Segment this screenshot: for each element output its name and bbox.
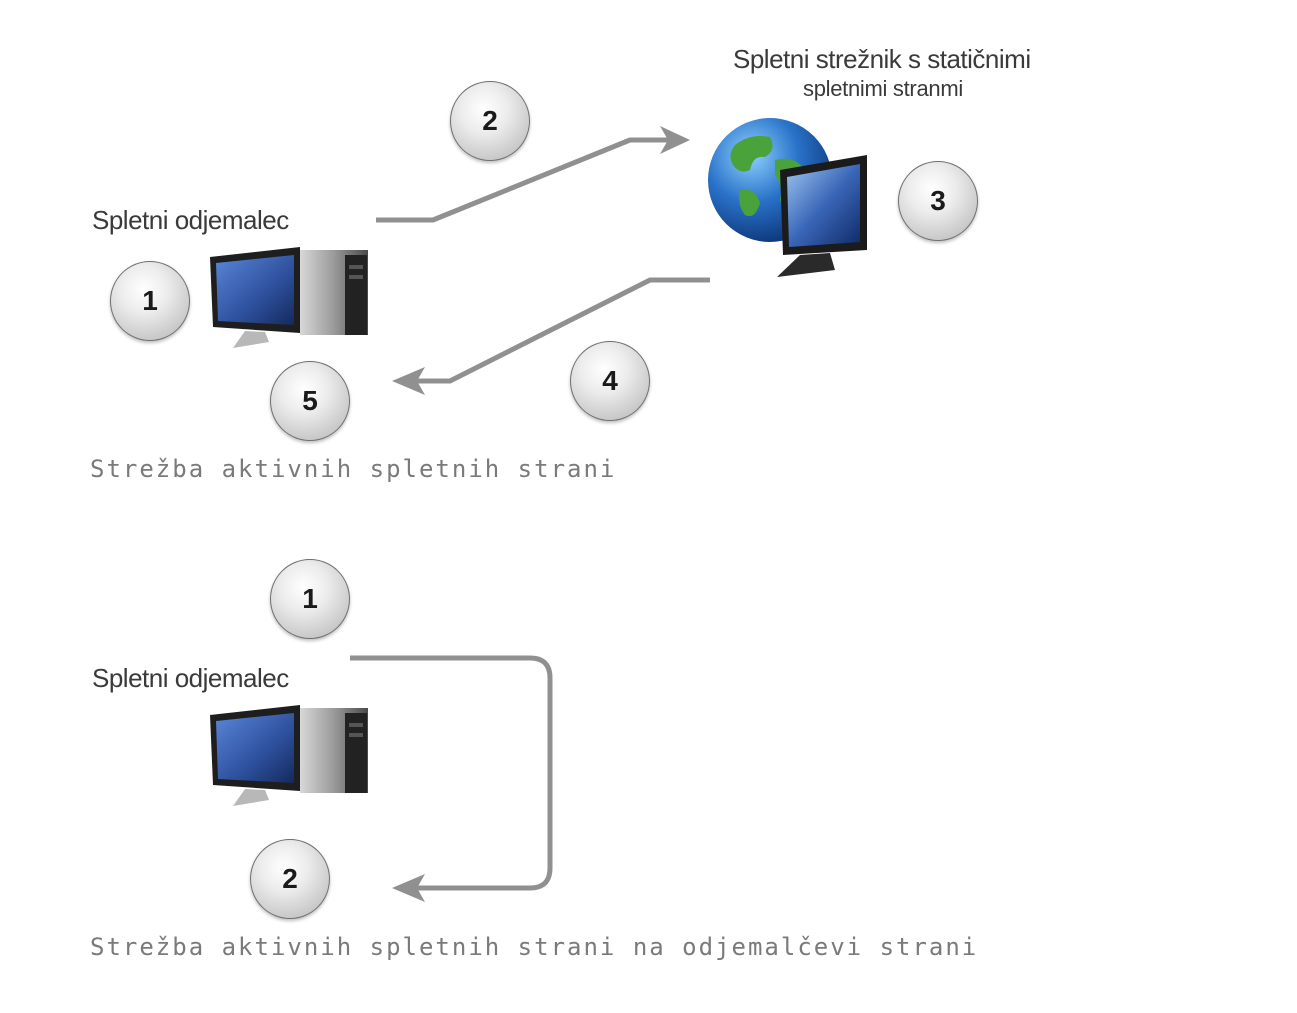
client-loop-arrow [350,655,553,891]
response-arrow [415,277,710,384]
step-number: 2 [482,105,498,136]
globe-server-icon [708,118,867,277]
server-label-line2: spletnimi stranmi [803,76,963,101]
step-badge: 5 [270,361,350,441]
step-number: 1 [142,285,158,316]
step-badge: 1 [270,559,350,639]
desktop-computer-icon [210,705,368,806]
step-badge: 2 [250,839,330,919]
step-badge: 2 [450,81,530,161]
client-label-top: Spletni odjemalec [92,205,289,235]
step-number: 3 [930,185,946,216]
step-number: 5 [302,385,318,416]
step-badge: 4 [570,341,650,421]
caption-top: Strežba aktivnih spletnih strani [90,455,617,483]
step-number: 2 [282,863,298,894]
step-number: 1 [302,583,318,614]
caption-bottom: Strežba aktivnih spletnih strani na odje… [90,933,979,961]
step-badge: 1 [110,261,190,341]
step-badge: 3 [898,161,978,241]
request-arrow [376,137,670,223]
step-number: 4 [602,365,618,396]
client-label-bottom: Spletni odjemalec [92,663,289,693]
desktop-computer-icon [210,247,368,348]
server-label-line1: Spletni strežnik s statičnimi [733,44,1031,74]
